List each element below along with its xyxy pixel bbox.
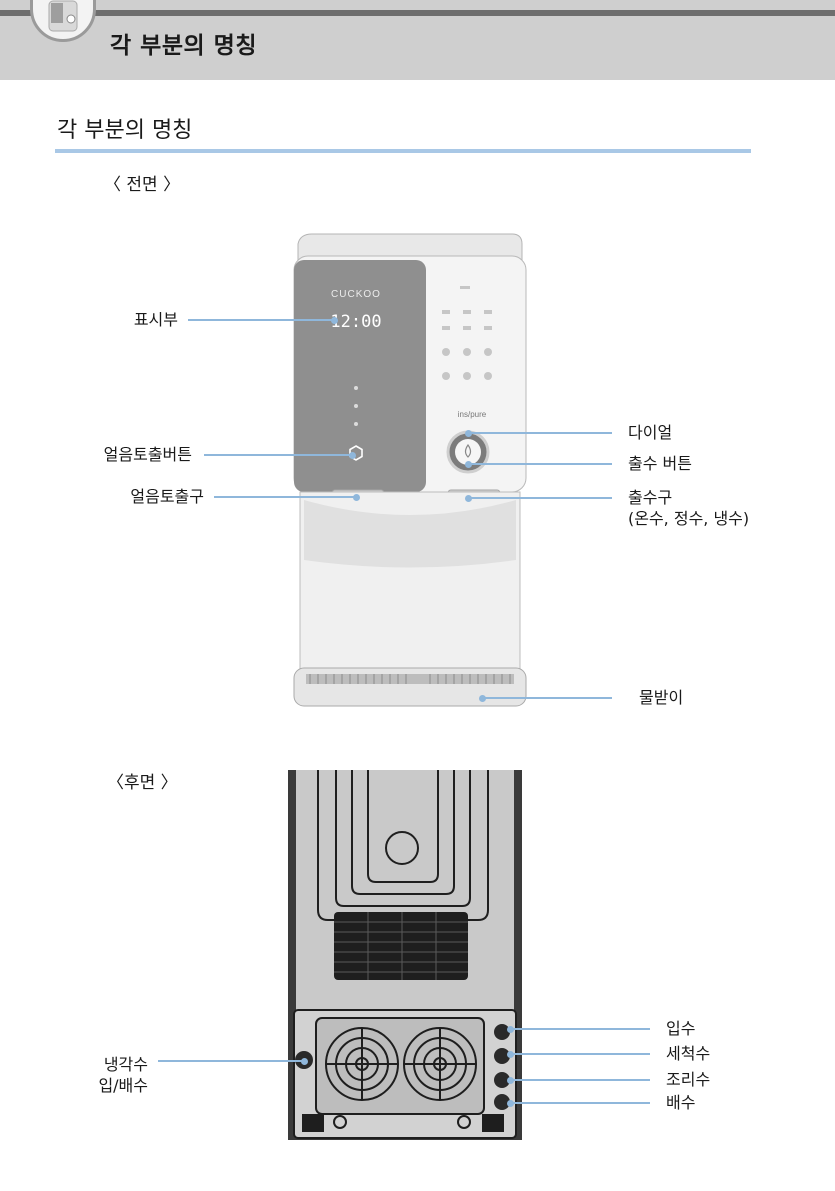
leader-dot-dial [465,430,472,437]
leader-line-drain [510,1102,650,1104]
callout-drain: 배수 [666,1093,696,1112]
leader-dot-water-outlet [465,495,472,502]
rear-view-label: 〈후면 〉 [107,773,178,793]
section-divider [55,149,751,153]
callout-water-outlet: 출수구 (온수, 정수, 냉수) [628,487,749,529]
leader-line-cooling-water [158,1060,304,1062]
section-title: 각 부분의 명칭 [57,118,193,143]
callout-water-outlet-detail: (온수, 정수, 냉수) [628,509,750,528]
callout-inlet: 입수 [666,1019,696,1038]
leader-dot-wash [507,1051,514,1058]
leader-dot-water-button [465,461,472,468]
display-time: 12:00 [330,312,381,332]
leader-line-water-button [468,463,612,465]
callout-ice-button: 얼음토출버튼 [103,445,192,464]
callout-cooling-water-line2: 입/배수 [98,1076,148,1095]
callout-cooling-water: 냉각수 입/배수 [70,1054,148,1096]
leader-dot-inlet [507,1026,514,1033]
callout-cooling-water-line1: 냉각수 [103,1055,148,1074]
leader-line-wash [510,1053,650,1055]
leader-dot-drip-tray [479,695,486,702]
callout-cook: 조리수 [666,1070,711,1089]
leader-line-inlet [510,1028,650,1030]
callout-wash: 세척수 [666,1044,711,1063]
product-thumbnail-icon [48,0,78,32]
leader-dot-drain [507,1100,514,1107]
callout-ice-outlet: 얼음토출구 [130,487,204,506]
callout-display: 표시부 [133,310,178,329]
callout-water-outlet-title: 출수구 [628,488,673,507]
leader-line-ice-outlet [214,496,356,498]
callout-drip-tray: 물받이 [639,688,684,707]
rear-product-image [288,770,522,1140]
leader-line-drip-tray [482,697,612,699]
leader-line-cook [510,1079,650,1081]
callout-dial: 다이얼 [628,423,673,442]
callout-water-button: 출수 버튼 [628,454,692,473]
leader-dot-ice-button [349,452,356,459]
header-divider [0,10,835,16]
leader-line-ice-button [204,454,352,456]
leader-dot-cooling-water [301,1058,308,1065]
leader-line-water-outlet [468,497,612,499]
leader-line-display [188,319,334,321]
leader-dot-display [331,317,338,324]
leader-dot-cook [507,1077,514,1084]
sub-brand-logo: ins/pure [458,410,487,419]
leader-dot-ice-outlet [353,494,360,501]
product-thumbnail [30,0,96,42]
leader-line-dial [468,432,612,434]
brand-logo: CUCKOO [331,289,381,300]
page-title: 각 부분의 명칭 [110,33,257,59]
front-product-image: CUCKOO 12:00 ins/pure [293,233,527,707]
front-view-label: 〈 전면 〉 [104,175,181,195]
